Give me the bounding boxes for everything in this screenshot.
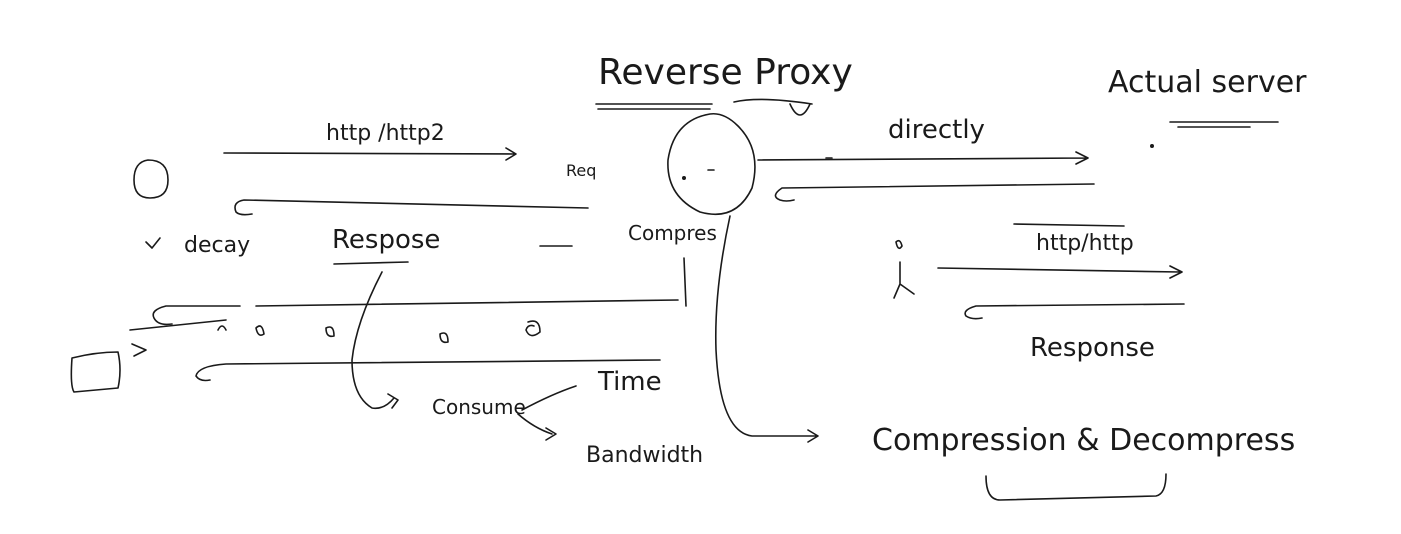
req-label: Req — [566, 161, 596, 180]
client-circle — [133, 159, 169, 199]
server-return-arrow — [774, 183, 1095, 202]
response-arrow-bottom — [195, 359, 661, 382]
dot-mark — [1150, 144, 1155, 149]
directly-label: directly — [888, 115, 985, 145]
response-arrow-top — [234, 199, 589, 216]
response-underline — [333, 261, 409, 265]
http-top-label: http /http2 — [326, 121, 445, 146]
dot-mark — [681, 176, 686, 181]
bandwidth-arrow — [517, 413, 557, 441]
response-arrow-right — [964, 303, 1185, 320]
user-figure — [893, 261, 915, 299]
request-arrow-top — [223, 147, 517, 161]
http-right-overline — [1013, 223, 1125, 227]
packet-mark — [439, 332, 449, 344]
proxy-circle — [667, 112, 756, 216]
comp-decomp-label: Compression & Decompress — [872, 423, 1295, 458]
compress-tick — [683, 257, 687, 307]
title-label: Reverse Proxy — [598, 52, 853, 93]
http-right-label: http/http — [1036, 231, 1134, 256]
request-arrow-right — [937, 265, 1183, 279]
response-left-label: Respose — [332, 225, 440, 255]
client-box — [70, 351, 121, 393]
server-underline — [1169, 121, 1279, 128]
time-label: Time — [597, 367, 662, 397]
title-underline — [595, 103, 713, 110]
compressed-response-arrow — [152, 299, 679, 326]
title-hook — [733, 98, 813, 116]
decay-label: decay — [184, 233, 250, 258]
consume-pointer — [351, 271, 399, 410]
time-connector — [521, 385, 577, 411]
packet-mark — [325, 326, 335, 338]
compression-pointer — [714, 215, 819, 443]
server-label: Actual server — [1108, 65, 1307, 100]
packet-mark — [217, 325, 227, 331]
check-mark — [145, 237, 161, 249]
packet-mark — [525, 320, 541, 337]
consume-label: Consume — [432, 395, 526, 419]
packet-mark — [255, 325, 265, 336]
bandwidth-label: Bandwidth — [586, 443, 703, 468]
user-head — [895, 239, 903, 250]
packet-arrow-head — [131, 343, 147, 357]
packet-path — [129, 319, 227, 331]
response-right-label: Response — [1030, 333, 1155, 363]
direct-arrow — [757, 151, 1089, 165]
comp-decomp-brace — [985, 473, 1167, 501]
compress-label: Compres — [628, 221, 717, 245]
